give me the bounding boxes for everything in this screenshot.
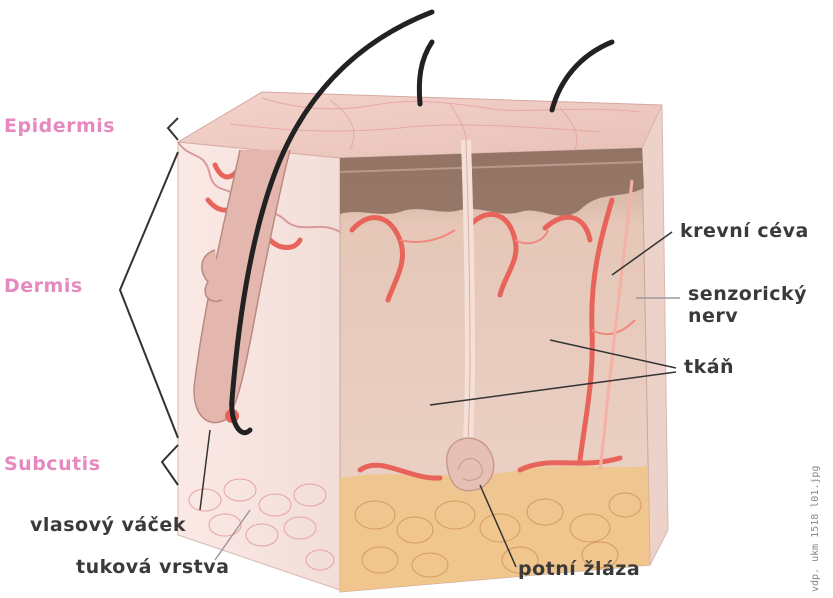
epidermis-label: Epidermis [4,115,115,137]
image-credit: vdp. ukm 1518 l01.jpg [810,466,821,592]
hair-follicle-label: vlasový váček [30,514,186,536]
dermis-label: Dermis [4,275,83,297]
blood-vessel-label: krevní céva [680,220,809,242]
sensory-nerve-label-line1: senzorický [688,283,807,305]
tissue-label: tkáň [684,356,734,378]
dermis-bracket [120,152,178,438]
epidermis-bracket [168,118,178,140]
sweat-gland-label: potní žláza [518,558,640,580]
subcutis-bracket [162,445,178,485]
hair-middle [419,42,432,104]
layer-brackets [120,118,178,485]
fat-layer-label: tuková vrstva [76,556,229,578]
hair-right [552,42,612,110]
subcutis-label: Subcutis [4,453,101,475]
sensory-nerve-label-line2: nerv [688,305,738,327]
